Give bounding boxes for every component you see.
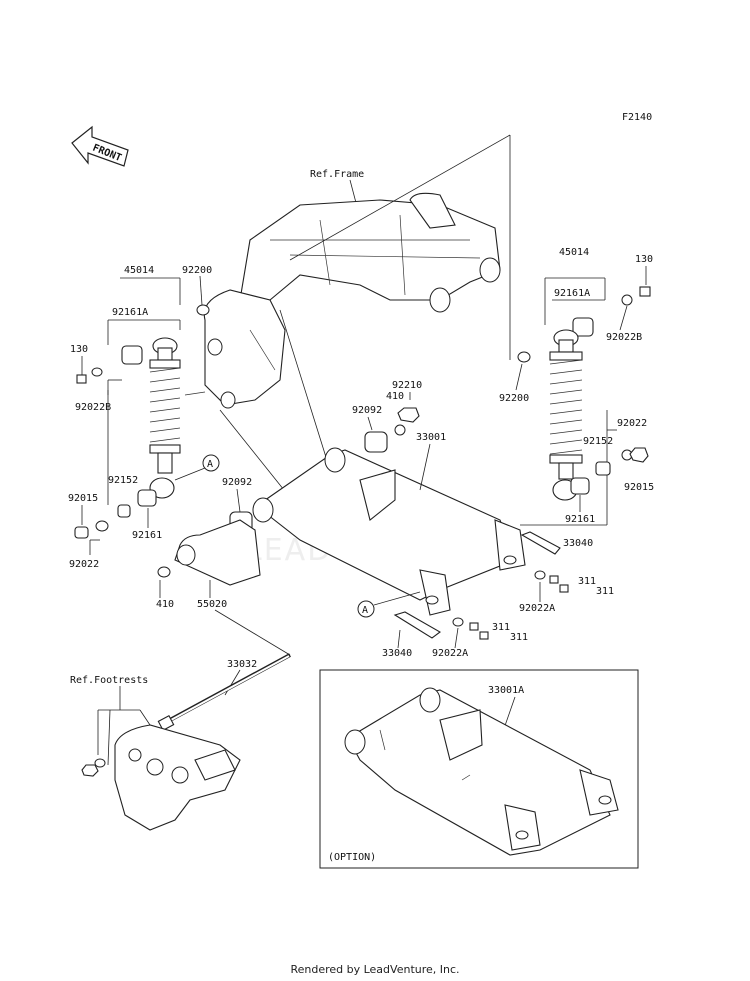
part-311-a[interactable]: 311: [578, 576, 596, 587]
part-92152-right[interactable]: 92152: [583, 436, 613, 447]
reference-lines: [219, 134, 511, 511]
option-swingarm-drawing: [344, 687, 619, 856]
footer-credit: Rendered by LeadVenture, Inc.: [290, 963, 460, 976]
part-92015-right[interactable]: 92015: [624, 482, 654, 493]
part-92022b-left[interactable]: 92022B: [75, 402, 111, 413]
rear-axle-drawing: [157, 653, 291, 731]
part-130-left[interactable]: 130: [70, 344, 88, 355]
part-92161a-left[interactable]: 92161A: [112, 307, 148, 318]
part-33040-right[interactable]: 33040: [563, 538, 593, 549]
part-410-left[interactable]: 410: [156, 599, 174, 610]
part-311-b[interactable]: 311: [596, 586, 614, 597]
chain-guard-drawing: [174, 519, 261, 586]
ref-footrests-label: Ref.Footrests: [70, 675, 148, 686]
option-label: (OPTION): [328, 852, 376, 863]
callout-a-top: [202, 454, 220, 472]
right-shock-absorber: [549, 329, 583, 501]
part-33040-left[interactable]: 33040: [382, 648, 412, 659]
part-92022b-right[interactable]: 92022B: [606, 332, 642, 343]
part-92022-right[interactable]: 92022: [617, 418, 647, 429]
figure-id: F2140: [622, 112, 652, 123]
part-92022a-left[interactable]: 92022A: [432, 648, 468, 659]
part-92152-left[interactable]: 92152: [108, 475, 138, 486]
part-92022a-right[interactable]: 92022A: [519, 603, 555, 614]
frame-drawing: [184, 192, 501, 409]
footrest-bracket-drawing: [114, 724, 241, 831]
callout-a-top-label: A: [207, 459, 213, 470]
part-92092-left[interactable]: 92092: [222, 477, 252, 488]
part-92015-left[interactable]: 92015: [68, 493, 98, 504]
part-45014-right[interactable]: 45014: [559, 247, 589, 258]
part-92161-left[interactable]: 92161: [132, 530, 162, 541]
part-92210[interactable]: 92210: [392, 380, 422, 391]
part-130-right[interactable]: 130: [635, 254, 653, 265]
part-92161-right[interactable]: 92161: [565, 514, 595, 525]
part-92200-right[interactable]: 92200: [499, 393, 529, 404]
part-33001[interactable]: 33001: [416, 432, 446, 443]
part-45014-left[interactable]: 45014: [124, 265, 154, 276]
part-92092-center[interactable]: 92092: [352, 405, 382, 416]
part-92200-left[interactable]: 92200: [182, 265, 212, 276]
left-shock-absorber: [149, 337, 206, 499]
part-33001a[interactable]: 33001A: [488, 685, 524, 696]
option-box: [319, 669, 639, 869]
callout-a-bottom-label: A: [362, 605, 368, 616]
ref-frame-label: Ref.Frame: [310, 169, 364, 180]
part-410-center[interactable]: 410: [386, 391, 404, 402]
part-92022-left[interactable]: 92022: [69, 559, 99, 570]
part-55020[interactable]: 55020: [197, 599, 227, 610]
part-311-d[interactable]: 311: [510, 632, 528, 643]
callout-a-bottom: [357, 600, 375, 618]
part-311-c[interactable]: 311: [492, 622, 510, 633]
swingarm-drawing: [252, 447, 526, 616]
part-33032[interactable]: 33032: [227, 659, 257, 670]
front-arrow-icon: FRONT: [71, 125, 129, 167]
part-92161a-right[interactable]: 92161A: [554, 288, 590, 299]
